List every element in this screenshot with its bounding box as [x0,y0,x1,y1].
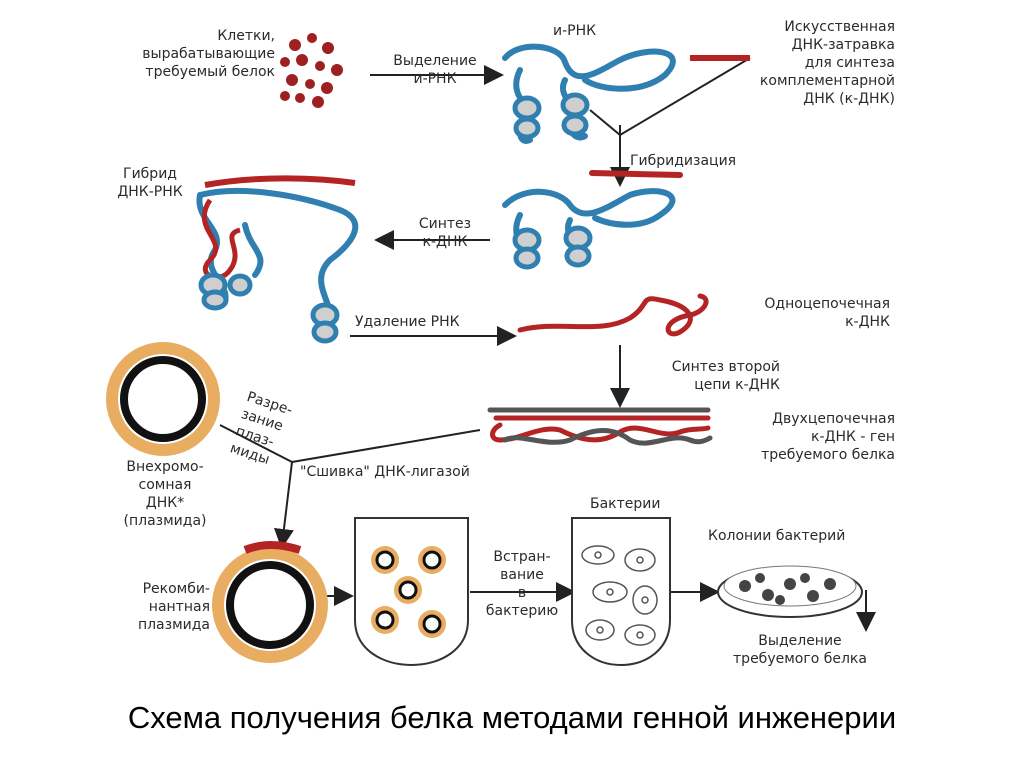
test-tube-bacteria-icon [571,517,671,666]
second-strand-label: Синтез второй цепи к-ДНК [671,359,780,393]
primer-label: Искусственная ДНК-затравка для синтеза к… [759,19,895,107]
plasmid-label: Внехромо- сомная ДНК* (плазмида) [123,459,207,529]
hybrid-loops-icon [198,272,340,344]
cells-icon [280,33,343,108]
plasmid-icon [106,342,220,456]
hybrid-dna-strand-icon [204,175,356,188]
recombinant-label: Рекомби- нантная плазмида [137,581,210,633]
cdna-synthesis-label: Синтез к-ДНК [418,216,472,250]
double-strand-cdna-icon [487,407,713,446]
petri-dish-icon [717,565,863,618]
protein-isolation-label: Выделение требуемого белка [733,633,867,667]
ligase-label: "Сшивка" ДНК-лигазой [300,464,470,480]
single-strand-cdna-icon [517,293,709,337]
cells-label: Клетки, вырабатывающие требуемый белок [142,28,275,80]
test-tube-plasmids-icon [354,517,469,666]
hybrid-label: Гибрид ДНК-РНК [117,166,183,200]
double-strand-label: Двухцепочечная к-ДНК - ген требуемого бе… [761,411,895,463]
recombinant-plasmid-icon [212,541,328,663]
process-arrows [219,57,876,632]
figure-caption: Схема получения белка методами генной ин… [127,700,897,735]
hybridization-label: Гибридизация [630,153,737,169]
isolation-label: Выделение и-РНК [393,53,477,87]
bacteria-label: Бактерии [590,496,661,512]
primer-hybrid-icon [589,170,683,178]
mrna-label: и-РНК [553,23,597,39]
insertion-label: Встран- вание в бактерию [485,549,559,619]
colonies-label: Колонии бактерий [708,528,846,544]
single-strand-label: Одноцепочечная к-ДНК [764,296,890,330]
rna-removal-label: Удаление РНК [355,314,460,330]
mrna-loops-icon [512,92,590,140]
mrna-loops-2-icon [512,225,593,270]
